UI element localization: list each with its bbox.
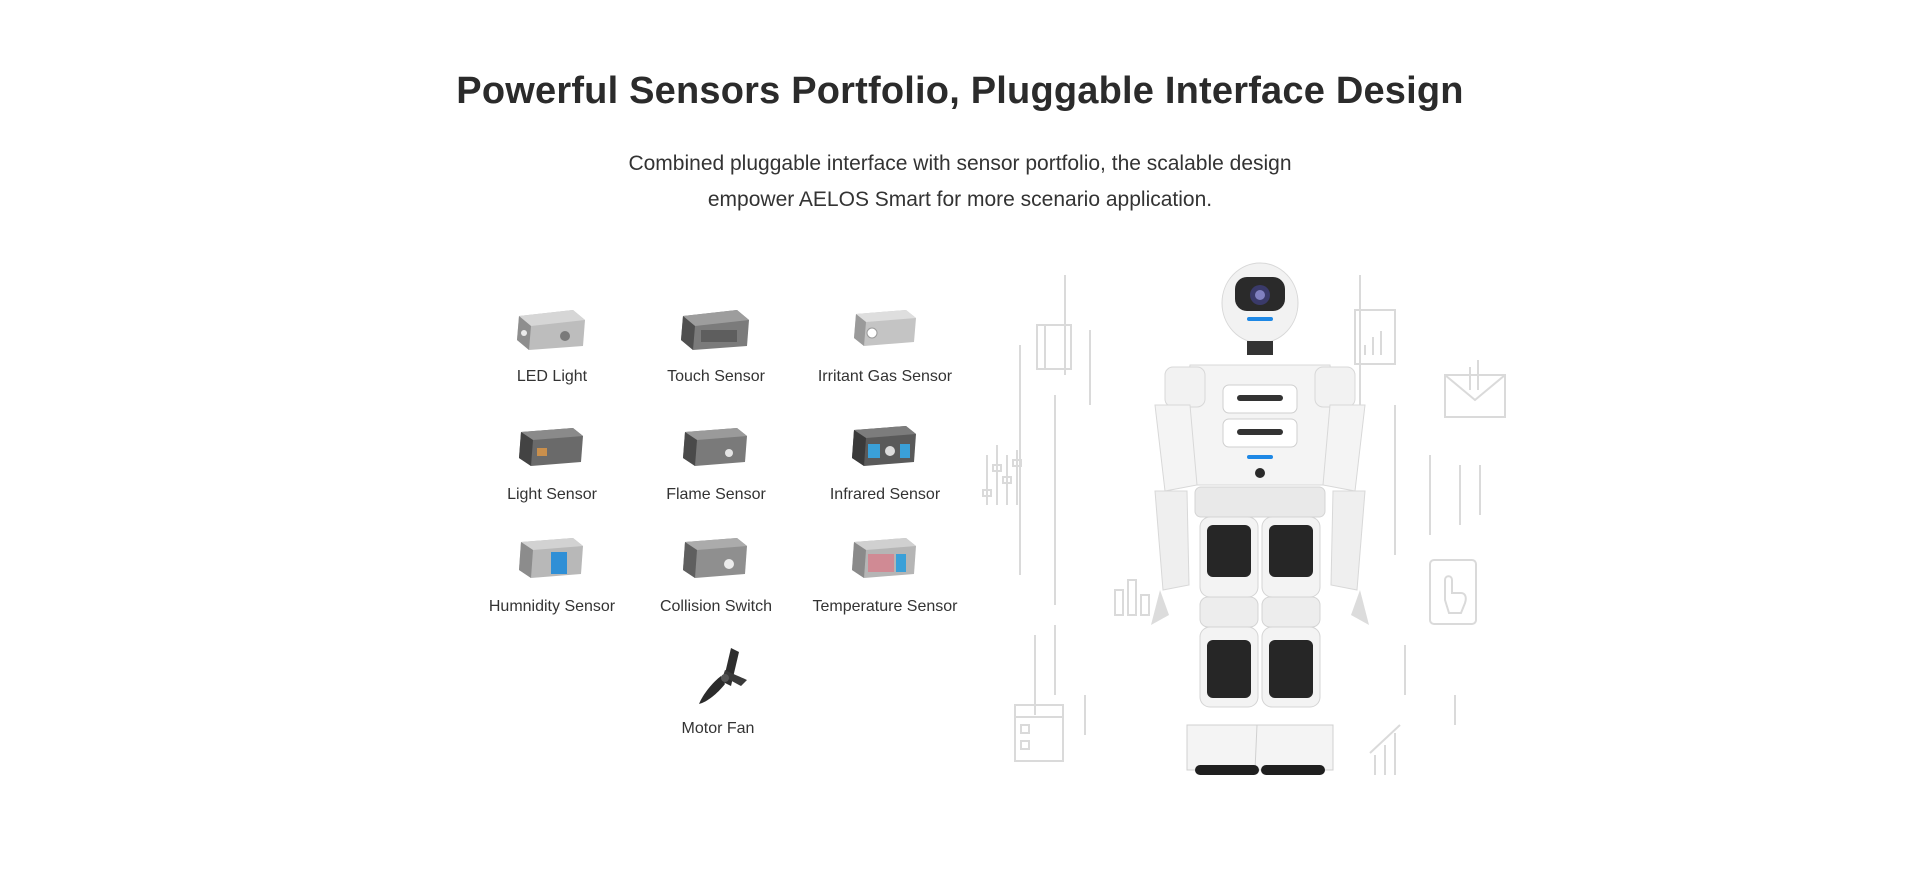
book-line-icon <box>1036 324 1072 370</box>
section-title: Powerful Sensors Portfolio, Pluggable In… <box>456 70 1464 112</box>
sensor-item-motor-fan: Motor Fan <box>628 642 808 738</box>
sensor-item-humidity-sensor: Humnidity Sensor <box>462 530 642 616</box>
sensor-item-collision-switch: Collision Switch <box>626 530 806 616</box>
sensor-label: Motor Fan <box>681 720 755 737</box>
envelope-chart-line-icon <box>1444 360 1506 418</box>
sensor-label: Infrared Sensor <box>829 486 941 503</box>
sliders-line-icon <box>982 445 1022 505</box>
sensor-item-touch-sensor: Touch Sensor <box>626 300 806 386</box>
subtitle-line-1: Combined pluggable interface with sensor… <box>628 152 1292 175</box>
sensor-item-temperature-sensor: Temperature Sensor <box>795 530 975 616</box>
background-line-art <box>982 275 1506 775</box>
document-chart-line-icon <box>1354 309 1396 365</box>
growth-bars-line-icon <box>1369 724 1401 775</box>
sensor-label: Temperature Sensor <box>812 598 958 615</box>
checklist-line-icon <box>1014 704 1064 762</box>
sensor-item-infrared-sensor: Infrared Sensor <box>795 418 975 504</box>
sensor-label: Flame Sensor <box>666 486 766 503</box>
sensor-label: Collision Switch <box>659 598 773 615</box>
flame-sensor-module-icon <box>683 428 747 466</box>
motor-fan-icon <box>699 648 747 704</box>
sensor-label: Light Sensor <box>507 486 597 503</box>
aelos-robot-illustration <box>982 262 1506 775</box>
sensor-item-light-sensor: Light Sensor <box>462 418 642 504</box>
humidity-sensor-module-icon <box>519 538 583 578</box>
tablet-touch-line-icon <box>1429 559 1477 625</box>
sensor-label: Humnidity Sensor <box>488 598 616 615</box>
light-sensor-module-icon <box>519 428 583 466</box>
sensor-item-irritant-gas-sensor: Irritant Gas Sensor <box>795 300 975 386</box>
subtitle-line-2: empower AELOS Smart for more scenario ap… <box>707 188 1213 211</box>
sensor-label: Touch Sensor <box>667 368 765 385</box>
led-light-module-icon <box>517 310 585 350</box>
sensor-item-led-light: LED Light <box>462 300 642 386</box>
infrared-sensor-module-icon <box>852 426 916 466</box>
section-subtitle: Combined pluggable interface with sensor… <box>560 146 1360 218</box>
sensor-label: LED Light <box>516 368 588 385</box>
collision-switch-module-icon <box>683 538 747 578</box>
touch-sensor-module-icon <box>681 310 749 350</box>
bar-chart-line-icon <box>1114 579 1150 616</box>
sensor-label: Irritant Gas Sensor <box>817 368 953 385</box>
sensor-item-flame-sensor: Flame Sensor <box>626 418 806 504</box>
gas-sensor-module-icon <box>854 310 916 346</box>
robot-figure <box>1151 262 1369 775</box>
temperature-sensor-module-icon <box>852 538 916 578</box>
